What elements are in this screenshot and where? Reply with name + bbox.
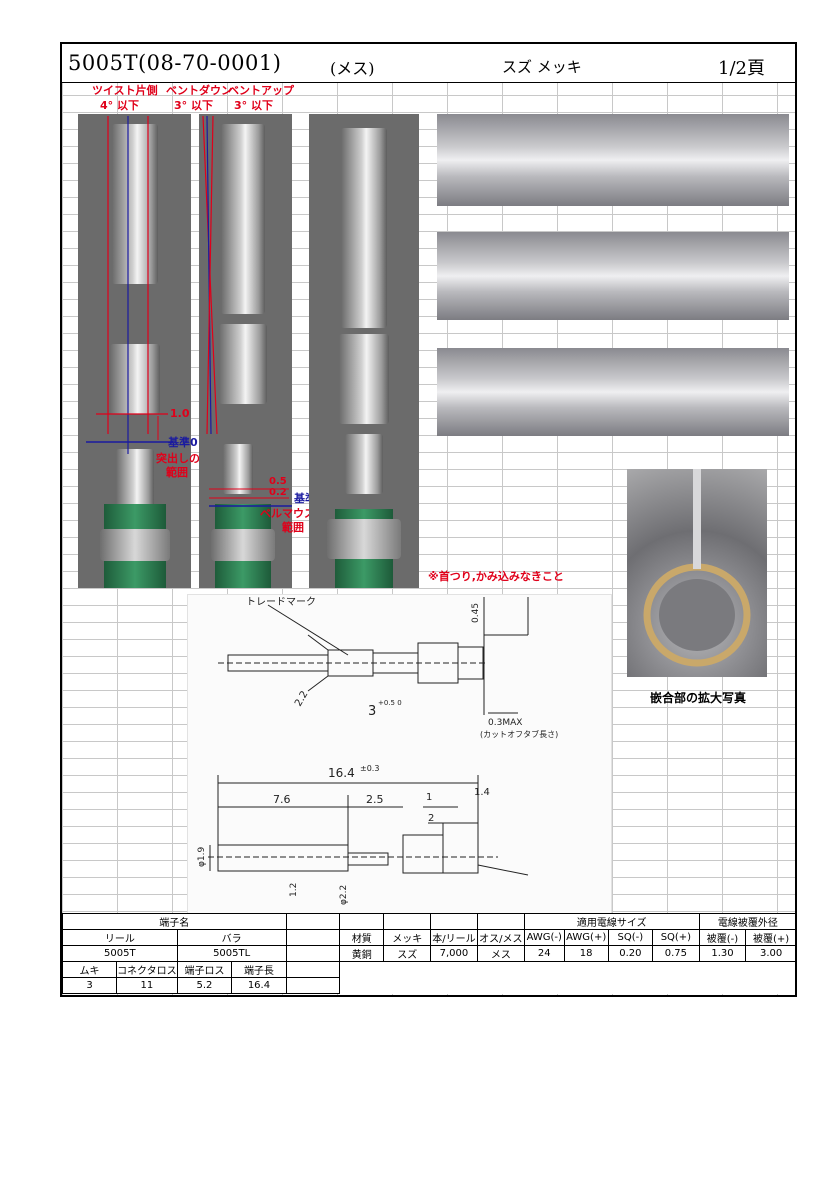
- value-loose: 5005TL: [176, 945, 287, 962]
- value-gender: メス: [476, 945, 525, 962]
- header-loose: バラ: [176, 929, 287, 946]
- value-awg-min: 24: [523, 945, 565, 962]
- drawing-d22: 2.2: [293, 689, 310, 708]
- twist-label: ツイスト片側: [92, 84, 158, 97]
- bend-down-value: 3° 以下: [174, 99, 213, 112]
- header-material: 材質: [339, 929, 385, 946]
- drawing-d25: 2.5: [366, 793, 384, 806]
- drawing-d03max: 0.3MAX: [488, 718, 522, 728]
- header-terminal-loss: 端子ロス: [176, 961, 233, 978]
- spec-table: 端子名 適用電線サイズ 電線被覆外径 リール バラ 材質 メッキ 本/リール オ…: [62, 913, 795, 994]
- drawing-d14: 1.4: [474, 787, 490, 798]
- drawing-d045: 0.45: [471, 603, 481, 623]
- drawing-trademark: トレードマーク: [246, 596, 316, 608]
- page-number: 1/2頁: [718, 58, 765, 79]
- bend-up-label: ベントアップ: [228, 84, 294, 97]
- header-ins-max: 被覆(+): [745, 929, 795, 946]
- header-gender: オス/メス: [476, 929, 525, 946]
- value-strip: 3: [62, 977, 118, 994]
- value-per-reel: 7,000: [429, 945, 478, 962]
- header-plating: メッキ: [383, 929, 431, 946]
- header-per-reel: 本/リール: [429, 929, 478, 946]
- terminal-photo-side: [199, 114, 292, 588]
- protrusion-range-2: 範囲: [166, 466, 188, 479]
- group-wire-size: 適用電線サイズ: [523, 913, 700, 930]
- value-reel: 5005T: [62, 945, 178, 962]
- header-awg-max: AWG(+): [563, 929, 609, 946]
- value-terminal-length: 16.4: [231, 977, 287, 994]
- value-material: 黄銅: [339, 945, 385, 962]
- dim-0-2: 0.2: [269, 487, 287, 498]
- value-connector-loss: 11: [116, 977, 178, 994]
- header-terminal-length: 端子長: [231, 961, 287, 978]
- closeup-caption: 嵌合部の拡大写真: [650, 691, 747, 705]
- header-connector-loss: コネクタロス: [116, 961, 178, 978]
- terminal-photo-top: [437, 114, 789, 206]
- terminal-photo-bottom: [437, 348, 789, 436]
- dim-0-5: 0.5: [269, 476, 287, 487]
- drawing-d12: 1.2: [289, 883, 299, 897]
- header-strip: ムキ: [62, 961, 118, 978]
- drawing-d2: 2: [428, 813, 434, 824]
- model-title: 5005T(08-70-0001): [68, 51, 282, 75]
- header-sq-min: SQ(-): [607, 929, 654, 946]
- gender-label: (メス): [330, 59, 375, 78]
- dim-1-0: 1.0: [170, 407, 190, 420]
- drawing-d19: φ1.9: [197, 846, 207, 867]
- inspection-note: ※首つり,かみ込みなきこと: [428, 570, 564, 583]
- value-plating: スズ: [383, 945, 431, 962]
- drawing-d1: 1: [426, 792, 432, 803]
- base0-a: 基準0: [168, 436, 198, 449]
- terminal-photo-front: [78, 114, 191, 588]
- drawing-d76: 7.6: [273, 793, 291, 806]
- plating-label: スズ メッキ: [502, 58, 582, 76]
- drawing-d22b: φ2.2: [339, 885, 349, 905]
- value-terminal-loss: 5.2: [176, 977, 233, 994]
- bend-down-label: ベントダウン: [166, 84, 232, 97]
- bend-up-value: 3° 以下: [234, 99, 273, 112]
- header-sq-max: SQ(+): [652, 929, 700, 946]
- protrusion-range-1: 突出しの: [156, 452, 200, 465]
- header-reel: リール: [62, 929, 178, 946]
- drawing-d3-tol: +0.5 0: [378, 699, 402, 707]
- group-insulation: 電線被覆外径: [698, 913, 795, 930]
- drawing-cutoff: (カットオフタブ長さ): [480, 729, 558, 739]
- value-ins-max: 3.00: [745, 945, 795, 962]
- drawing-length-tol: ±0.3: [360, 764, 379, 773]
- spec-sheet: 5005T(08-70-0001) (メス) スズ メッキ 1/2頁 ツイスト片…: [60, 42, 797, 997]
- mating-closeup-photo: [627, 469, 767, 677]
- drawing-d3: 3: [368, 704, 376, 719]
- value-awg-max: 18: [563, 945, 609, 962]
- value-sq-max: 0.75: [652, 945, 700, 962]
- terminal-photo-side-h: [437, 232, 789, 320]
- group-terminal-name: 端子名: [62, 913, 287, 930]
- bellmouth-range-2: 範囲: [282, 521, 304, 534]
- header-awg-min: AWG(-): [523, 929, 565, 946]
- terminal-photo-angle: [309, 114, 419, 588]
- value-sq-min: 0.20: [607, 945, 654, 962]
- twist-value: 4° 以下: [100, 99, 139, 112]
- header-ins-min: 被覆(-): [698, 929, 747, 946]
- title-row: 5005T(08-70-0001) (メス) スズ メッキ 1/2頁: [62, 44, 795, 83]
- drawing-length: 16.4: [328, 766, 355, 780]
- value-ins-min: 1.30: [698, 945, 747, 962]
- technical-drawing: トレードマーク 0.45 2.2 3 +0.5 0 0.3MAX (カットオフタ…: [187, 594, 612, 914]
